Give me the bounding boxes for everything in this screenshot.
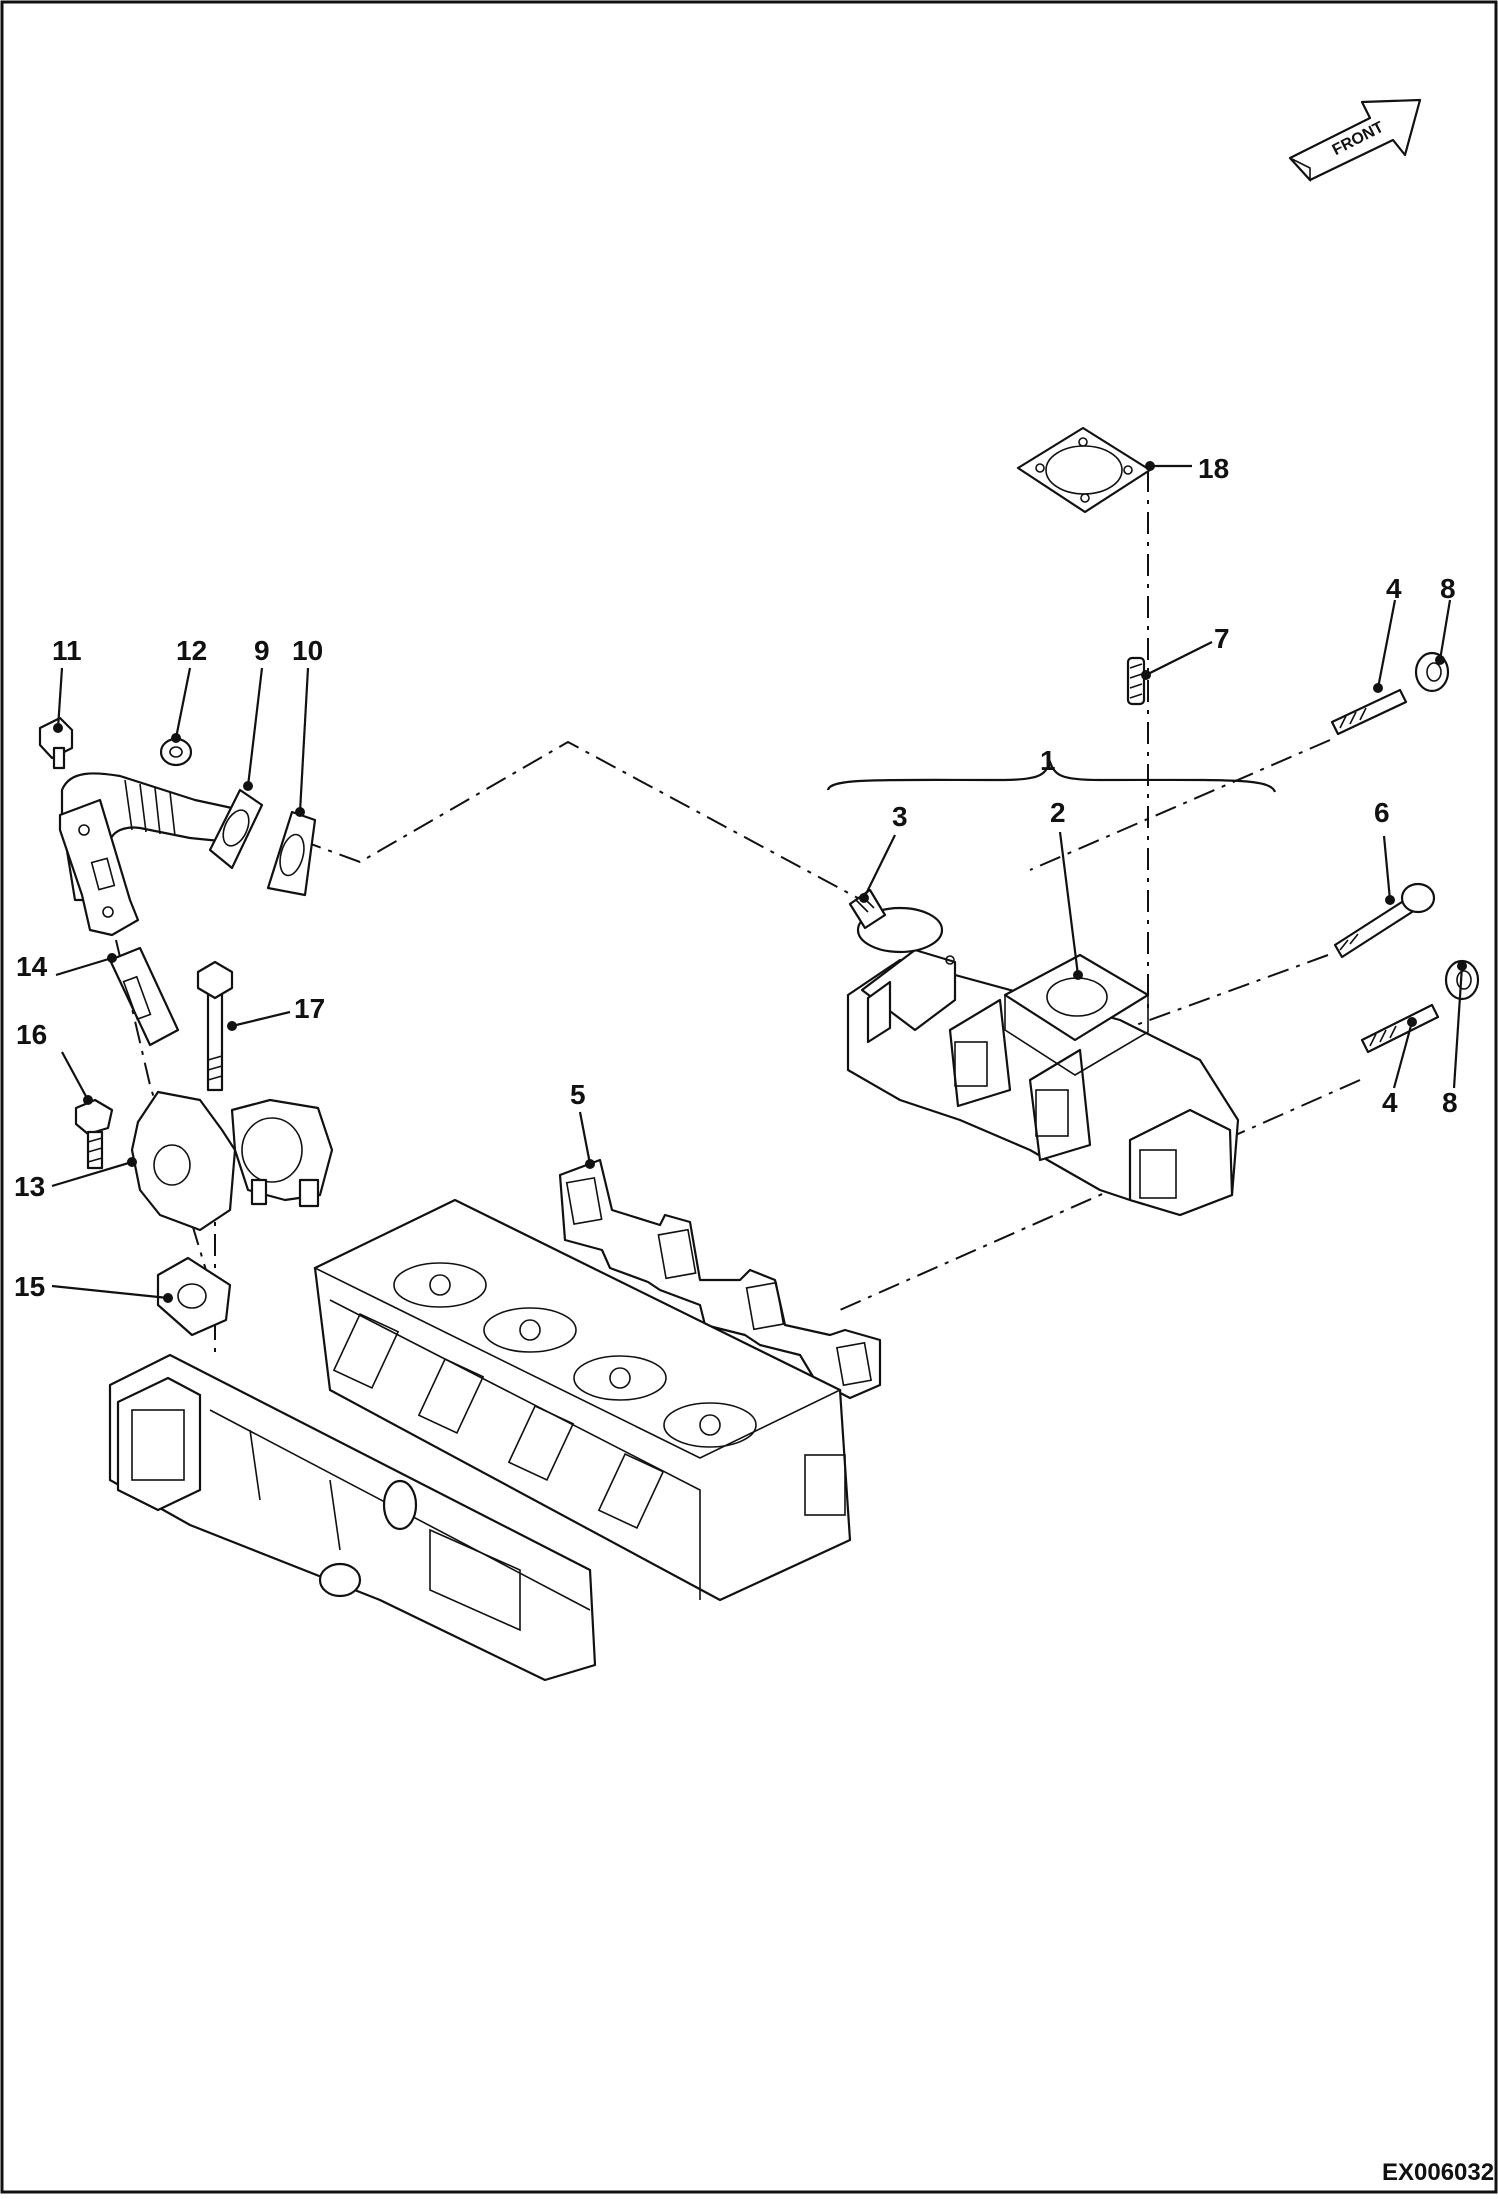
callout-4-lower: 4 — [1382, 1087, 1398, 1118]
gasket-14 — [108, 946, 180, 1047]
cylinder-head — [313, 1198, 852, 1602]
alignment-lines — [115, 470, 1361, 1360]
stud-7 — [1126, 656, 1146, 706]
callout-1: 1 — [1040, 745, 1056, 776]
callout-8-lower: 8 — [1442, 1087, 1458, 1118]
callout-6: 6 — [1374, 797, 1390, 828]
gasket-18 — [1016, 426, 1152, 514]
callout-3: 3 — [892, 801, 908, 832]
callout-17: 17 — [294, 993, 325, 1024]
callout-4-upper: 4 — [1386, 573, 1402, 604]
callout-13: 13 — [14, 1171, 45, 1202]
leader-lines — [51, 461, 1467, 1303]
bolt-16 — [74, 1098, 114, 1170]
assembly-bracket-1 — [826, 758, 1277, 793]
callout-7: 7 — [1214, 623, 1230, 654]
callout-12: 12 — [176, 635, 207, 666]
callout-9: 9 — [254, 635, 270, 666]
manifold-gasket-5 — [558, 1158, 882, 1400]
callout-5: 5 — [570, 1079, 586, 1110]
callout-18: 18 — [1198, 453, 1229, 484]
callout-2: 2 — [1050, 797, 1066, 828]
egr-pipe — [58, 772, 234, 937]
stud-4-lower — [1360, 1003, 1440, 1054]
callout-10: 10 — [292, 635, 323, 666]
intake-manifold — [108, 1353, 597, 1682]
callout-16: 16 — [16, 1019, 47, 1050]
drawing-code: EX006032 — [1382, 2159, 1494, 2186]
front-arrow-icon: FRONT — [1288, 98, 1422, 183]
bolt-6 — [1333, 882, 1436, 959]
gasket-9 — [208, 788, 264, 870]
bolt-17 — [196, 960, 234, 1092]
sensor-11 — [38, 716, 74, 770]
gasket-15 — [156, 1256, 232, 1337]
exhaust-manifold-2 — [846, 906, 1240, 1217]
callout-11: 11 — [52, 635, 82, 666]
callout-8-upper: 8 — [1440, 573, 1456, 604]
stud-4-upper — [1330, 688, 1408, 736]
callout-14: 14 — [16, 951, 48, 982]
callout-labels: 1 2 3 4 4 5 6 7 8 8 9 10 11 12 13 14 15 … — [14, 453, 1458, 1302]
callout-15: 15 — [14, 1271, 45, 1302]
nut-12 — [159, 737, 193, 767]
gasket-10 — [266, 810, 317, 897]
egr-valve-13 — [130, 1090, 334, 1232]
